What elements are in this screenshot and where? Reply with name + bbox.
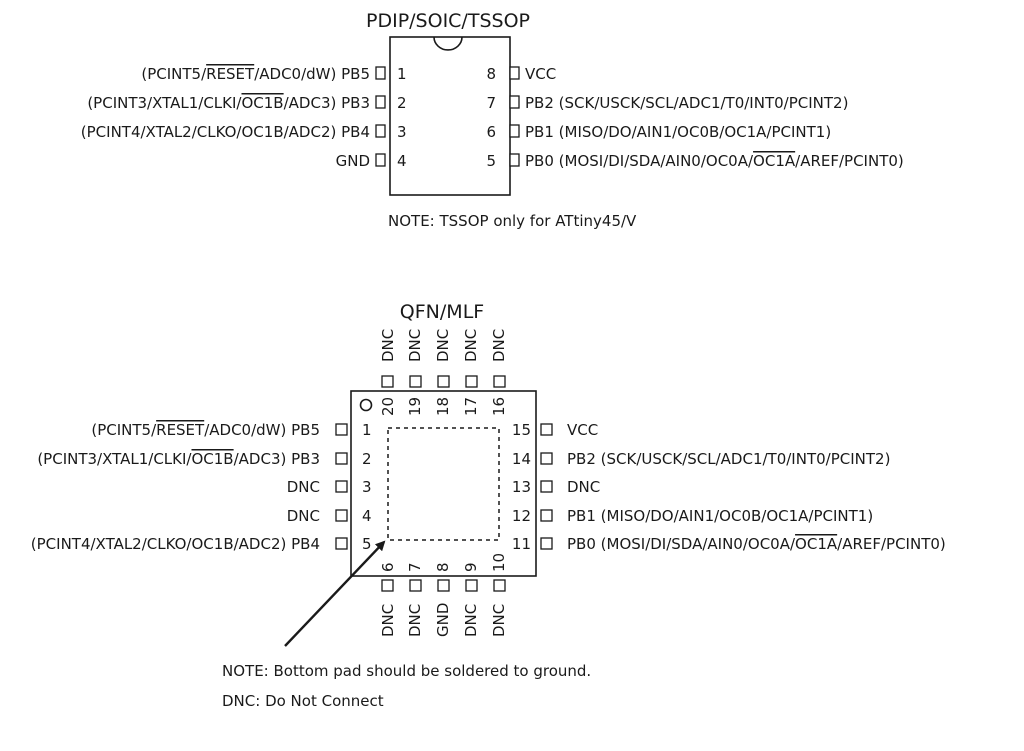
qfn-pin-3-number: 3	[362, 478, 372, 496]
qfn-pin-1-pad	[335, 423, 348, 436]
pdip-note: NOTE: TSSOP only for ATtiny45/V	[388, 212, 637, 230]
qfn-pin-16-number: 16	[490, 397, 508, 416]
qfn-pin-11-pad	[540, 537, 553, 550]
qfn-pin-1-label: (PCINT5/RESET/ADC0/dW) PB5	[91, 421, 320, 439]
qfn-pin-7-pad	[409, 579, 422, 592]
qfn-pin-5-pad	[335, 537, 348, 550]
qfn-pin-4-number: 4	[362, 507, 372, 525]
qfn-pin-4-label: DNC	[287, 507, 320, 525]
qfn-pin-2-number: 2	[362, 450, 372, 468]
qfn-pin-8-number: 8	[434, 562, 452, 572]
pdip-pin-1-stub	[375, 66, 386, 80]
qfn-pin-3-label: DNC	[287, 478, 320, 496]
pdip-pin-4-stub	[375, 153, 386, 167]
pdip-pin-7-number: 7	[486, 94, 496, 112]
qfn-pin-6-label: DNC	[379, 604, 397, 637]
pdip-pin-6-stub	[509, 124, 520, 138]
qfn-pin-14-label: PB2 (SCK/USCK/SCL/ADC1/T0/INT0/PCINT2)	[567, 450, 890, 468]
pdip-pin-5-number: 5	[486, 152, 496, 170]
qfn-pin-15-number: 15	[512, 421, 531, 439]
qfn-pin-2-pad	[335, 452, 348, 465]
exposed-pad-arrow	[284, 540, 386, 647]
pdip-pin-5-label: PB0 (MOSI/DI/SDA/AIN0/OC0A/OC1A/AREF/PCI…	[525, 152, 904, 170]
qfn-pin-19-number: 19	[406, 397, 424, 416]
qfn-pin-20-label: DNC	[379, 329, 397, 362]
qfn-pin-20-number: 20	[379, 397, 397, 416]
qfn-pin-14-pad	[540, 452, 553, 465]
pdip-pin-3-label: (PCINT4/XTAL2/CLKO/OC1B/ADC2) PB4	[81, 123, 370, 141]
qfn-package: QFN/MLF DNC DNC DNC DNC DNC 20 19 18 17 …	[31, 301, 946, 710]
qfn-pin-13-pad	[540, 480, 553, 493]
qfn-pin-12-number: 12	[512, 507, 531, 525]
qfn-pin-14-number: 14	[512, 450, 531, 468]
qfn-pin-6-pad	[381, 579, 394, 592]
pdip-pin-2-number: 2	[397, 94, 407, 112]
qfn-pin-8-label: GND	[434, 603, 452, 637]
qfn-pin-18-number: 18	[434, 397, 452, 416]
qfn-pin-18-label: DNC	[434, 329, 452, 362]
pdip-pin-2-label: (PCINT3/XTAL1/CLKI/OC1B/ADC3) PB3	[87, 94, 370, 112]
pdip-notch	[433, 36, 463, 51]
pdip-pin-2-stub	[375, 95, 386, 109]
pdip-pin-3-stub	[375, 124, 386, 138]
qfn-pin-4-pad	[335, 509, 348, 522]
qfn-pin-16-label: DNC	[490, 329, 508, 362]
pdip-pin-3-number: 3	[397, 123, 407, 141]
qfn-pin-7-number: 7	[406, 562, 424, 572]
qfn-title: QFN/MLF	[400, 301, 484, 323]
qfn-pin-17-number: 17	[462, 397, 480, 416]
qfn-pin-12-pad	[540, 509, 553, 522]
qfn-pin-20-pad	[381, 375, 394, 388]
qfn-note-dnc: DNC: Do Not Connect	[222, 692, 384, 710]
qfn-body	[350, 390, 537, 577]
qfn-pin1-marker	[359, 398, 373, 412]
pdip-pin-4-number: 4	[397, 152, 407, 170]
pdip-pin-8-number: 8	[486, 65, 496, 83]
qfn-pin-12-label: PB1 (MISO/DO/AIN1/OC0B/OC1A/PCINT1)	[567, 507, 873, 525]
qfn-pin-8-pad	[437, 579, 450, 592]
qfn-pin-13-label: DNC	[567, 478, 600, 496]
pdip-pin-1-number: 1	[397, 65, 407, 83]
qfn-pin-10-pad	[493, 579, 506, 592]
qfn-pin-10-label: DNC	[490, 604, 508, 637]
qfn-pin-11-label: PB0 (MOSI/DI/SDA/AIN0/OC0A/OC1A/AREF/PCI…	[567, 535, 946, 553]
qfn-pin-9-number: 9	[462, 562, 480, 572]
pdip-pin-8-stub	[509, 66, 520, 80]
qfn-pin-2-label: (PCINT3/XTAL1/CLKI/OC1B/ADC3) PB3	[37, 450, 320, 468]
qfn-pin-11-number: 11	[512, 535, 531, 553]
pdip-pin-1-label: (PCINT5/RESET/ADC0/dW) PB5	[141, 65, 370, 83]
pdip-pin-7-stub	[509, 95, 520, 109]
qfn-pin-16-pad	[493, 375, 506, 388]
qfn-pin-5-number: 5	[362, 535, 372, 553]
qfn-pin-7-label: DNC	[406, 604, 424, 637]
qfn-pin-18-pad	[437, 375, 450, 388]
qfn-pin-15-label: VCC	[567, 421, 598, 439]
qfn-pin-19-label: DNC	[406, 329, 424, 362]
qfn-pin-6-number: 6	[379, 562, 397, 572]
qfn-pin-5-label: (PCINT4/XTAL2/CLKO/OC1B/ADC2) PB4	[31, 535, 320, 553]
pdip-pin-7-label: PB2 (SCK/USCK/SCL/ADC1/T0/INT0/PCINT2)	[525, 94, 848, 112]
qfn-note-bottom-pad: NOTE: Bottom pad should be soldered to g…	[222, 662, 591, 680]
qfn-pin-19-pad	[409, 375, 422, 388]
qfn-pin-9-label: DNC	[462, 604, 480, 637]
qfn-pin-1-number: 1	[362, 421, 372, 439]
pdip-pin-8-label: VCC	[525, 65, 556, 83]
pdip-title: PDIP/SOIC/TSSOP	[366, 10, 530, 32]
qfn-exposed-pad	[387, 427, 500, 541]
qfn-pin-15-pad	[540, 423, 553, 436]
pdip-body	[389, 36, 511, 196]
pdip-pin-6-label: PB1 (MISO/DO/AIN1/OC0B/OC1A/PCINT1)	[525, 123, 831, 141]
pdip-pin-5-stub	[509, 153, 520, 167]
qfn-pin-9-pad	[465, 579, 478, 592]
pdip-package: PDIP/SOIC/TSSOP 1 2 3 4 8 7 6 5 (PCINT5/…	[81, 10, 904, 230]
pdip-pin-4-label: GND	[336, 152, 370, 170]
pdip-pin-6-number: 6	[486, 123, 496, 141]
qfn-pin-10-number: 10	[490, 553, 508, 572]
qfn-pin-17-label: DNC	[462, 329, 480, 362]
qfn-pin-3-pad	[335, 480, 348, 493]
qfn-pin-17-pad	[465, 375, 478, 388]
qfn-pin-13-number: 13	[512, 478, 531, 496]
